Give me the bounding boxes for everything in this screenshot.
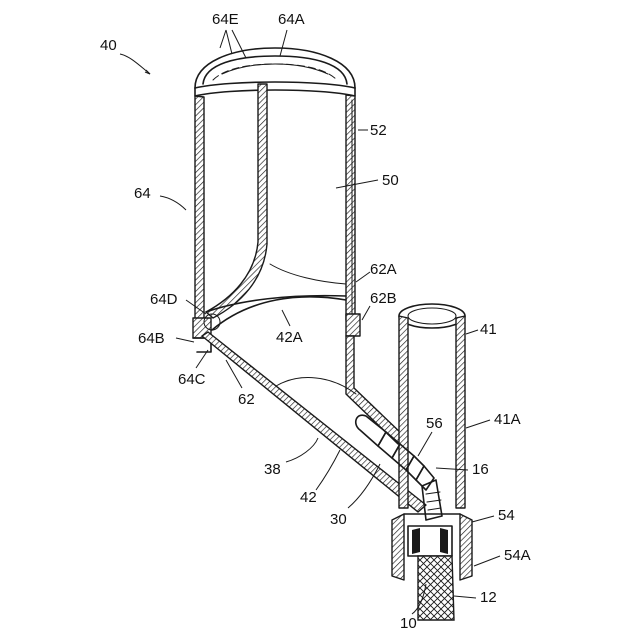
braided-hose: [418, 556, 454, 620]
label-12: 12: [480, 589, 497, 606]
label-42: 42: [300, 489, 317, 506]
label-64E: 64E: [212, 11, 239, 28]
label-38: 38: [264, 461, 281, 478]
label-64A: 64A: [278, 11, 305, 28]
label-10: 10: [400, 615, 417, 632]
label-54: 54: [498, 507, 515, 524]
label-56: 56: [426, 415, 443, 432]
label-42A: 42A: [276, 329, 303, 346]
cup-lid: [195, 48, 355, 96]
vertical-tube: [399, 304, 465, 508]
label-30: 30: [330, 511, 347, 528]
funnel-adapter: [202, 297, 426, 512]
label-52: 52: [370, 122, 387, 139]
label-62A: 62A: [370, 261, 397, 278]
label-64B: 64B: [138, 330, 165, 347]
label-41A: 41A: [494, 411, 521, 428]
label-62B: 62B: [370, 290, 397, 307]
label-50: 50: [382, 172, 399, 189]
label-64C: 64C: [178, 371, 206, 388]
label-64: 64: [134, 185, 151, 202]
label-64D: 64D: [150, 291, 178, 308]
cup-body: [195, 84, 355, 328]
label-62: 62: [238, 391, 255, 408]
label-54A: 54A: [504, 547, 531, 564]
label-16: 16: [472, 461, 489, 478]
label-40: 40: [100, 37, 117, 54]
label-41: 41: [480, 321, 497, 338]
